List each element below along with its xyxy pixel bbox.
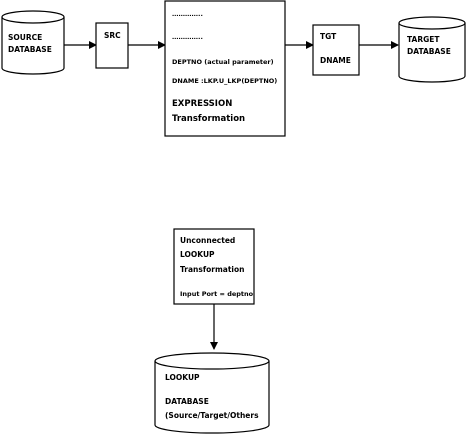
lookup-box-line1: Unconnected	[180, 236, 235, 245]
lookup-db-line2: DATABASE	[165, 397, 209, 406]
lookup-input-port: Input Port = deptno	[180, 290, 254, 298]
lookup-box-line3: Transformation	[180, 265, 245, 274]
source-db-line2: DATABASE	[8, 45, 52, 54]
expression-dots-1: …………..	[172, 10, 203, 18]
expression-dname: DNAME :LKP.U_LKP(DEPTNO)	[172, 77, 277, 85]
lookup-transformation-box: Unconnected LOOKUP Transformation Input …	[173, 228, 255, 305]
src-label: SRC	[104, 31, 121, 40]
lookup-database: LOOKUP DATABASE (Source/Target/Others	[154, 352, 270, 434]
src-box: SRC	[95, 22, 129, 69]
expression-dots-2: …………..	[172, 33, 203, 41]
source-database: SOURCE DATABASE	[1, 10, 65, 75]
lookup-box-line2: LOOKUP	[180, 250, 215, 259]
target-db-line1: TARGET	[407, 35, 440, 44]
tgt-box: TGT DNAME	[312, 24, 360, 76]
lookup-db-line3: (Source/Target/Others	[165, 411, 259, 420]
expression-title-1: EXPRESSION	[172, 99, 232, 109]
tgt-line2: DNAME	[320, 56, 351, 65]
lookup-db-line1: LOOKUP	[165, 373, 200, 382]
expression-deptno: DEPTNO (actual parameter)	[172, 58, 274, 66]
expression-title-2: Transformation	[172, 114, 245, 124]
expression-transformation-box: ………….. ………….. DEPTNO (actual parameter) …	[164, 0, 286, 137]
target-database: TARGET DATABASE	[398, 16, 466, 83]
source-db-line1: SOURCE	[8, 33, 42, 42]
target-db-line2: DATABASE	[407, 47, 451, 56]
tgt-line1: TGT	[320, 32, 337, 41]
